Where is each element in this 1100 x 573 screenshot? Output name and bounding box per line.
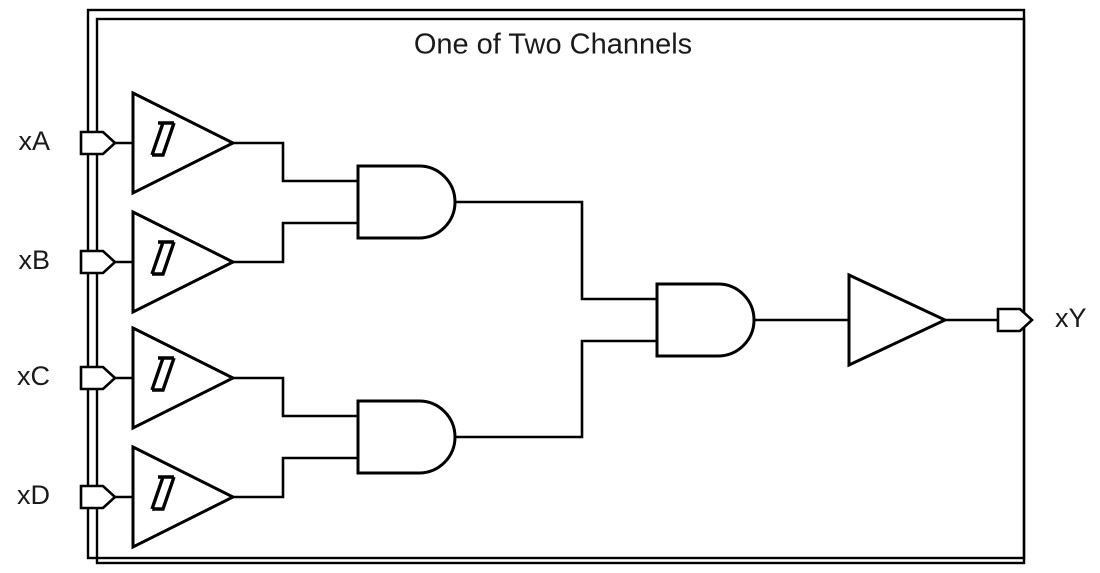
and-gate-top[interactable] <box>356 164 457 240</box>
and-gate-top-body <box>356 164 457 240</box>
package-outline <box>86 8 1026 565</box>
hysteresis-glyph-c <box>150 356 176 392</box>
wire-buffer-b-to-and-top <box>231 221 360 264</box>
and-gate-mid[interactable] <box>655 282 756 358</box>
input-pin-xc[interactable] <box>79 365 117 391</box>
wires-to-and-mid <box>453 200 659 439</box>
wires-to-and-top <box>231 141 360 264</box>
input-label-xc: xC <box>17 361 50 391</box>
and-gate-bottom[interactable] <box>356 399 457 475</box>
input-labels: xA xB xC xD <box>17 126 50 510</box>
hysteresis-glyph-a <box>150 121 176 157</box>
input-label-xd: xD <box>17 480 50 510</box>
schmitt-buffer-a[interactable] <box>131 90 237 196</box>
input-label-xa: xA <box>18 126 50 156</box>
wire-buffer-d-to-and-bottom <box>231 456 360 499</box>
wire-buffer-a-to-and-top <box>231 141 360 183</box>
hysteresis-glyph-d <box>150 475 176 511</box>
schmitt-buffer-b[interactable] <box>131 209 237 315</box>
input-wires <box>113 141 135 499</box>
output-buffer[interactable] <box>847 272 949 368</box>
wire-buffer-c-to-and-bottom <box>231 376 360 418</box>
output-pin-xy[interactable] <box>996 307 1034 333</box>
buffer-triangle-b <box>131 209 237 315</box>
input-label-xb: xB <box>18 245 50 275</box>
and-gate-bottom-body <box>356 399 457 475</box>
buffer-triangle-d <box>131 444 237 550</box>
and-gate-mid-body <box>655 282 756 358</box>
hysteresis-glyph-b <box>150 240 176 276</box>
buffer-triangle-a <box>131 90 237 196</box>
input-pins <box>79 130 117 510</box>
input-pin-xa[interactable] <box>79 130 117 156</box>
output-buffer-triangle <box>847 272 949 368</box>
diagram-title: One of Two Channels <box>414 29 692 61</box>
input-pin-xb[interactable] <box>79 249 117 275</box>
schmitt-buffer-d[interactable] <box>131 444 237 550</box>
schmitt-buffer-c[interactable] <box>131 325 237 431</box>
output-label-xy: xY <box>1055 303 1087 333</box>
wire-and-top-to-and-mid <box>453 200 659 301</box>
wires-to-and-bottom <box>231 376 360 499</box>
wire-and-bottom-to-and-mid <box>453 339 659 439</box>
package-inner-border <box>95 17 1026 565</box>
package-outer-border <box>86 8 1026 560</box>
buffer-triangle-c <box>131 325 237 431</box>
input-pin-xd[interactable] <box>79 484 117 510</box>
